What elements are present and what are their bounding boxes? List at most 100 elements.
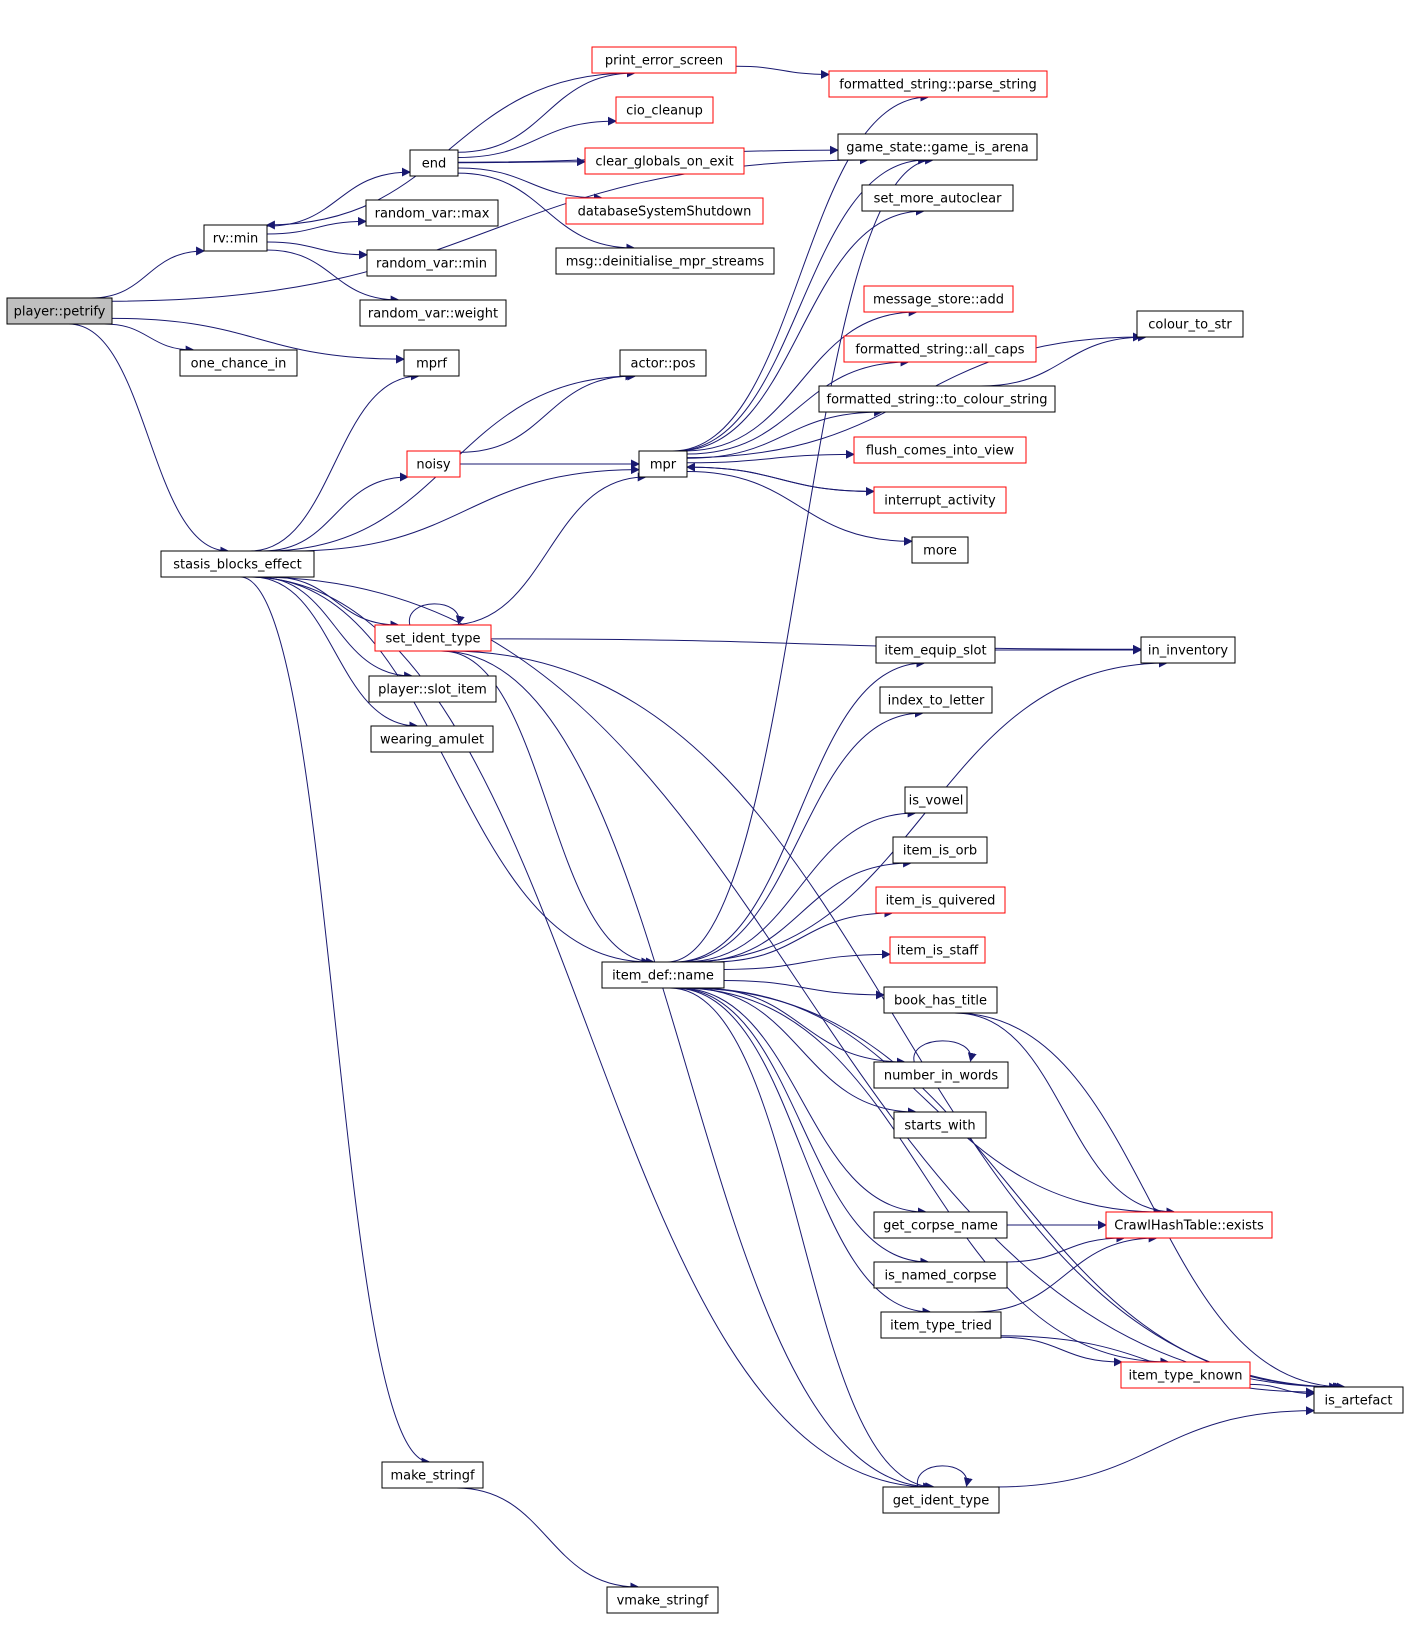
node-is_artefact[interactable]: is_artefact (1313, 1386, 1404, 1414)
node-print_error_screen[interactable]: print_error_screen (591, 46, 737, 74)
node-message_store_add[interactable]: message_store::add (863, 285, 1014, 313)
edge-player_petrify-to-mprf (111, 317, 405, 364)
node-more[interactable]: more (911, 536, 969, 564)
edge-set_ident_type-to-mpr (450, 472, 647, 626)
edge-item_def_name-to-item_is_staff (723, 949, 891, 970)
node-mprf[interactable]: mprf (403, 349, 460, 377)
node-noisy[interactable]: noisy (406, 450, 461, 478)
edge-stasis_blocks_effect-to-mprf (250, 371, 420, 552)
node-colour_to_str[interactable]: colour_to_str (1136, 310, 1244, 338)
node-box (601, 961, 725, 989)
edge-set_ident_type-to-set_ident_type (409, 603, 465, 626)
node-crawl_hash_exists[interactable]: CrawlHashTable::exists (1105, 1211, 1273, 1239)
node-get_ident_type[interactable]: get_ident_type (882, 1486, 1000, 1514)
node-box (1140, 636, 1236, 664)
edge-item_def_name-to-item_is_orb (691, 858, 913, 963)
node-get_corpse_name[interactable]: get_corpse_name (873, 1211, 1008, 1239)
node-box (584, 147, 745, 175)
node-in_inventory[interactable]: in_inventory (1140, 636, 1236, 664)
node-label: number_in_words (884, 1069, 999, 1084)
node-random_var_weight[interactable]: random_var::weight (359, 299, 507, 327)
node-box (366, 249, 497, 277)
node-item_equip_slot[interactable]: item_equip_slot (875, 636, 996, 664)
node-interrupt_activity[interactable]: interrupt_activity (873, 486, 1007, 514)
node-set_ident_type[interactable]: set_ident_type (374, 624, 492, 652)
node-box (591, 46, 737, 74)
node-label: get_corpse_name (883, 1219, 998, 1234)
node-box (861, 184, 1014, 212)
node-label: stasis_blocks_effect (173, 558, 301, 573)
node-label: random_var::weight (368, 307, 498, 322)
node-box (818, 385, 1056, 413)
edge-item_def_name-to-is_named_corpse (675, 987, 930, 1267)
edge-stasis_blocks_effect-to-get_ident_type (247, 576, 933, 1492)
node-clear_globals_on_exit[interactable]: clear_globals_on_exit (584, 147, 745, 175)
node-rv_min[interactable]: rv::min (203, 224, 268, 252)
node-mpr[interactable]: mpr (638, 450, 688, 478)
node-label: CrawlHashTable::exists (1114, 1219, 1264, 1234)
node-parse_string[interactable]: formatted_string::parse_string (828, 70, 1048, 98)
node-actor_pos[interactable]: actor::pos (619, 349, 707, 377)
edge-to_colour_string-to-colour_to_str (980, 332, 1148, 387)
node-is_named_corpse[interactable]: is_named_corpse (873, 1261, 1008, 1289)
node-box (889, 936, 986, 964)
node-end[interactable]: end (409, 149, 459, 177)
node-make_stringf[interactable]: make_stringf (381, 1461, 484, 1489)
edge-rv_min-to-random_var_min (266, 241, 368, 260)
node-stasis_blocks_effect[interactable]: stasis_blocks_effect (160, 550, 315, 578)
node-number_in_words[interactable]: number_in_words (873, 1061, 1009, 1089)
node-player_petrify[interactable]: player::petrify (6, 297, 113, 325)
node-cio_cleanup[interactable]: cio_cleanup (615, 96, 714, 124)
node-item_def_name[interactable]: item_def::name (601, 961, 725, 989)
node-item_is_orb[interactable]: item_is_orb (892, 836, 988, 864)
node-msg_deinit[interactable]: msg::deinitialise_mpr_streams (555, 247, 775, 275)
node-index_to_letter[interactable]: index_to_letter (879, 686, 993, 714)
node-player_slot_item[interactable]: player::slot_item (368, 675, 497, 703)
node-label: actor::pos (630, 357, 695, 372)
node-item_is_quivered[interactable]: item_is_quivered (875, 886, 1006, 914)
edge-item_def_name-to-item_equip_slot (673, 658, 926, 963)
edge-stasis_blocks_effect-to-set_ident_type (271, 576, 400, 630)
edge-make_stringf-to-vmake_stringf (456, 1487, 640, 1592)
edge-item_def_name-to-item_type_known (679, 987, 1170, 1367)
edge-get_ident_type-to-get_ident_type (917, 1465, 973, 1488)
node-vmake_stringf[interactable]: vmake_stringf (606, 1586, 719, 1614)
edge-rv_min-to-random_var_weight (266, 249, 400, 305)
node-box (406, 450, 461, 478)
node-to_colour_string[interactable]: formatted_string::to_colour_string (818, 385, 1056, 413)
node-random_var_min[interactable]: random_var::min (366, 249, 497, 277)
node-flush_comes_into_view[interactable]: flush_comes_into_view (853, 436, 1027, 464)
node-label: colour_to_str (1148, 318, 1232, 333)
edge-item_def_name-to-index_to_letter (675, 708, 924, 963)
node-is_vowel[interactable]: is_vowel (904, 786, 968, 814)
node-box (883, 986, 998, 1014)
edge-get_ident_type-to-is_artefact (995, 1406, 1315, 1488)
edge-book_has_title-to-is_artefact (954, 1012, 1346, 1392)
node-box (875, 636, 996, 664)
node-starts_with[interactable]: starts_with (893, 1111, 987, 1139)
node-one_chance_in[interactable]: one_chance_in (179, 349, 298, 377)
edge-item_type_tried-to-item_type_known (1000, 1336, 1123, 1367)
node-label: starts_with (904, 1119, 975, 1134)
node-label: player::slot_item (378, 683, 487, 698)
node-item_type_tried[interactable]: item_type_tried (880, 1311, 1002, 1339)
node-wearing_amulet[interactable]: wearing_amulet (370, 725, 494, 753)
node-label: item_is_orb (903, 844, 977, 859)
node-item_is_staff[interactable]: item_is_staff (889, 936, 986, 964)
node-databaseSystemShutdown[interactable]: databaseSystemShutdown (565, 197, 764, 225)
edge-item_type_known-to-is_artefact (1249, 1383, 1315, 1399)
node-label: get_ident_type (893, 1494, 990, 1509)
node-label: is_artefact (1324, 1394, 1392, 1409)
node-item_type_known[interactable]: item_type_known (1120, 1361, 1251, 1389)
node-book_has_title[interactable]: book_has_title (883, 986, 998, 1014)
node-box (892, 836, 988, 864)
node-set_more_autoclear[interactable]: set_more_autoclear (861, 184, 1014, 212)
edge-mpr-to-message_store_add (684, 307, 918, 452)
node-random_var_max[interactable]: random_var::max (365, 199, 499, 227)
node-all_caps[interactable]: formatted_string::all_caps (843, 335, 1037, 363)
node-box (873, 486, 1007, 514)
node-game_is_arena[interactable]: game_state::game_is_arena (837, 133, 1038, 161)
edge-book_has_title-to-crawl_hash_exists (954, 1012, 1176, 1217)
node-box (179, 349, 298, 377)
